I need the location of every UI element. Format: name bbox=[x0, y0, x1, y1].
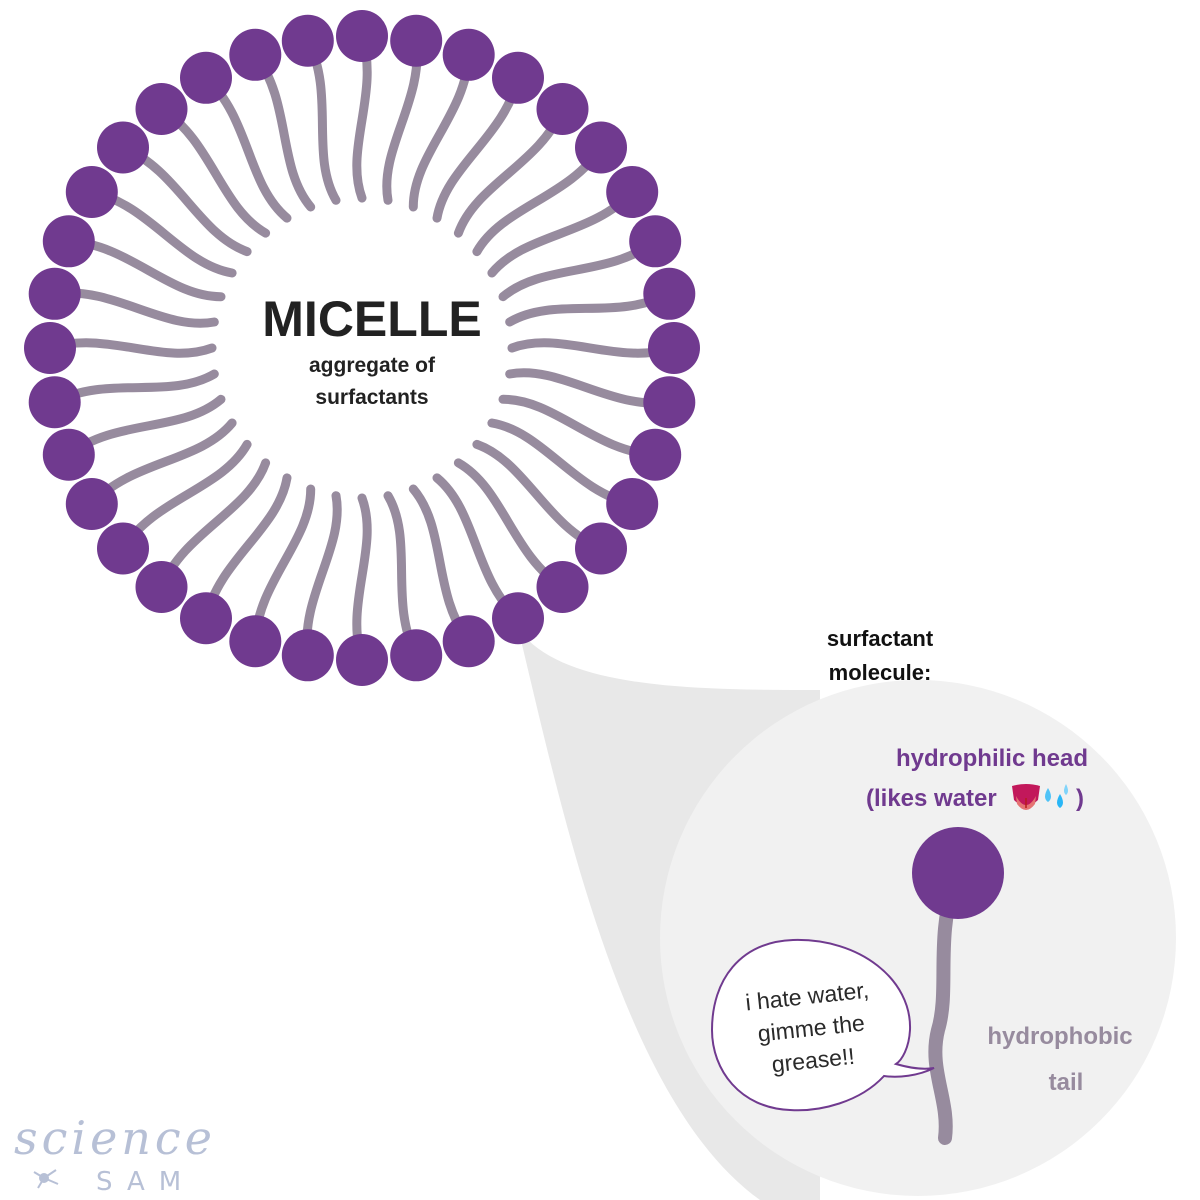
surfactant-head bbox=[28, 267, 81, 320]
surfactant-head bbox=[180, 51, 232, 104]
surfactant-head bbox=[281, 14, 334, 67]
neuron-icon bbox=[33, 1169, 59, 1189]
micelle-subtitle-line1: aggregate of bbox=[309, 354, 436, 377]
surfactant-head bbox=[492, 51, 544, 104]
surfactant-head bbox=[180, 592, 232, 645]
surfactant-head bbox=[135, 83, 188, 135]
surfactant-head bbox=[65, 478, 118, 530]
surfactant-head bbox=[28, 376, 81, 429]
surfactant-head bbox=[442, 615, 495, 668]
surfactant-head bbox=[390, 14, 443, 67]
surfactant-head bbox=[643, 376, 696, 429]
surfactant-head bbox=[24, 322, 76, 374]
micelle-subtitle-line2: surfactants bbox=[315, 386, 428, 409]
surfactant-head bbox=[97, 522, 149, 575]
surfactant-head bbox=[575, 121, 627, 174]
surfactant-head bbox=[606, 478, 659, 530]
molecule-head bbox=[912, 827, 1004, 919]
surfactant-head bbox=[643, 267, 696, 320]
logo-main-text: science bbox=[14, 1111, 216, 1165]
molecule-label-line2: molecule: bbox=[829, 660, 932, 685]
head-label-line2-group: (likes water ) bbox=[866, 784, 1084, 812]
surfactant-head bbox=[42, 215, 95, 268]
logo-sub-text: SAM bbox=[96, 1167, 195, 1197]
micelle-ring bbox=[24, 10, 700, 686]
surfactant-head bbox=[629, 215, 682, 268]
surfactant-head bbox=[42, 428, 95, 481]
speech-bubble bbox=[710, 938, 935, 1112]
surfactant-head bbox=[229, 28, 282, 81]
surfactant-head bbox=[336, 634, 388, 686]
micelle-title: MICELLE bbox=[262, 291, 481, 347]
molecule-tail bbox=[928, 873, 962, 1145]
surfactant-head bbox=[629, 428, 682, 481]
head-label-line2-end: ) bbox=[1076, 785, 1084, 812]
surfactant-head bbox=[536, 83, 589, 135]
science-sam-logo: science SAM bbox=[14, 1111, 216, 1197]
head-label-line2: (likes water bbox=[866, 785, 997, 812]
surfactant-head bbox=[229, 615, 282, 668]
surfactant-head bbox=[281, 629, 334, 682]
surfactant-head bbox=[536, 561, 589, 613]
tail-label-line2: tail bbox=[1049, 1069, 1084, 1096]
surfactant-head bbox=[575, 522, 627, 575]
tail-label-line1: hydrophobic bbox=[987, 1023, 1132, 1050]
surfactant-head bbox=[65, 166, 118, 218]
head-label-line1: hydrophilic head bbox=[896, 745, 1088, 772]
surfactant-head bbox=[492, 592, 544, 645]
surfactant-head bbox=[135, 561, 188, 613]
surfactant-head bbox=[606, 166, 659, 218]
surfactant-head bbox=[648, 322, 700, 374]
surfactant-head bbox=[97, 121, 149, 174]
surfactant-head bbox=[442, 28, 495, 81]
molecule-label-line1: surfactant bbox=[827, 626, 934, 651]
surfactant-head bbox=[336, 10, 388, 62]
sweat-droplets-icon bbox=[1045, 784, 1068, 808]
surfactant-head bbox=[390, 629, 443, 682]
tongue-icon bbox=[1012, 784, 1040, 810]
